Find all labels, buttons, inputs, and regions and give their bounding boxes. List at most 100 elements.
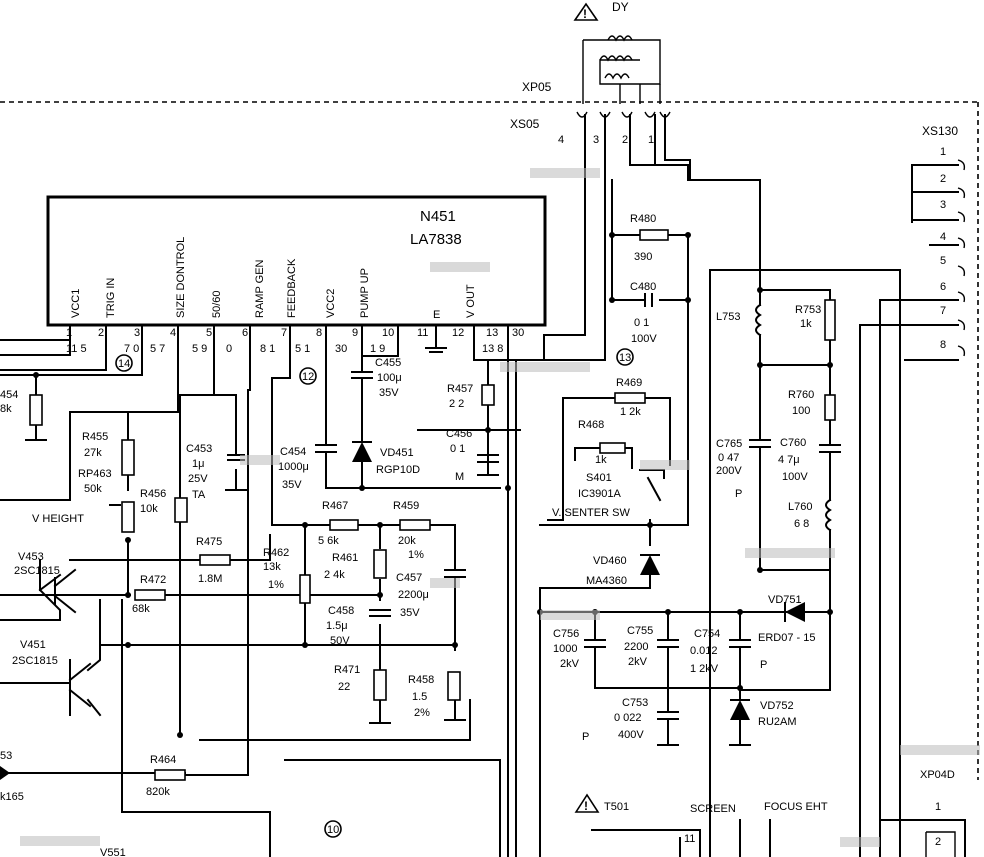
svg-text:C458: C458 xyxy=(328,605,354,617)
marker-14: 14 xyxy=(118,358,130,370)
r464-body xyxy=(154,769,186,781)
svg-text:3: 3 xyxy=(134,327,140,339)
svg-text:2: 2 xyxy=(940,173,946,185)
svg-text:2200μ: 2200μ xyxy=(398,589,429,601)
svg-text:1 9: 1 9 xyxy=(370,343,385,355)
c753-plates xyxy=(657,711,679,731)
svg-text:C756: C756 xyxy=(553,628,579,640)
svg-text:VD752: VD752 xyxy=(760,700,794,712)
r472-body xyxy=(134,589,166,601)
vd460-diode xyxy=(640,555,660,575)
s401-switch xyxy=(639,469,665,479)
xs130-connector: XS130 1 2 3 4 5 6 7 8 xyxy=(904,124,966,361)
c755-plates xyxy=(657,639,679,656)
xs05-pin-4: 4 xyxy=(558,134,564,146)
svg-text:2 4k: 2 4k xyxy=(324,569,345,581)
svg-text:VD751: VD751 xyxy=(768,594,802,606)
svg-text:1.8M: 1.8M xyxy=(198,573,222,585)
svg-text:R471: R471 xyxy=(334,664,360,676)
svg-text:2SC1815: 2SC1815 xyxy=(14,565,60,577)
svg-text:VCC1: VCC1 xyxy=(70,289,82,318)
svg-text:1μ: 1μ xyxy=(192,458,204,470)
dy-connector: ! DY xyxy=(573,0,661,104)
svg-text:50/60: 50/60 xyxy=(211,290,223,318)
svg-text:390: 390 xyxy=(634,251,652,263)
svg-text:50k: 50k xyxy=(84,483,102,495)
svg-text:53: 53 xyxy=(0,750,12,762)
halftone-shading xyxy=(20,168,980,847)
svg-text:10k: 10k xyxy=(140,503,158,515)
svg-text:1.5μ: 1.5μ xyxy=(326,620,348,632)
svg-text:FEEDBACK: FEEDBACK xyxy=(286,258,298,318)
svg-text:VD451: VD451 xyxy=(380,447,414,459)
svg-text:0: 0 xyxy=(226,343,232,355)
svg-text:R472: R472 xyxy=(140,574,166,586)
r456-body xyxy=(174,497,188,523)
svg-text:0 022: 0 022 xyxy=(614,712,642,724)
svg-text:9: 9 xyxy=(352,327,358,339)
svg-text:5 9: 5 9 xyxy=(192,343,207,355)
r468-body xyxy=(599,442,626,454)
svg-text:2kV: 2kV xyxy=(560,658,580,670)
r461-body xyxy=(373,549,387,579)
svg-text:C754: C754 xyxy=(694,628,720,640)
marker-12: 12 xyxy=(302,371,314,383)
svg-text:P: P xyxy=(582,731,589,743)
xs05-pin-1: 1 xyxy=(648,134,654,146)
svg-text:VCC2: VCC2 xyxy=(325,289,337,318)
svg-text:0.012: 0.012 xyxy=(690,645,718,657)
svg-text:30: 30 xyxy=(335,343,347,355)
svg-text:VD460: VD460 xyxy=(593,555,627,567)
svg-text:1k: 1k xyxy=(595,454,607,466)
r459-body xyxy=(399,519,431,531)
xs05-pin-3: 3 xyxy=(593,134,599,146)
svg-text:100V: 100V xyxy=(631,333,657,345)
r480-body xyxy=(639,229,669,241)
svg-text:13k: 13k xyxy=(263,561,281,573)
svg-text:C480: C480 xyxy=(630,281,656,293)
svg-text:50V: 50V xyxy=(330,635,350,647)
r753-body xyxy=(824,299,836,341)
svg-text:100μ: 100μ xyxy=(377,372,402,384)
svg-text:R457: R457 xyxy=(447,383,473,395)
svg-text:2 2: 2 2 xyxy=(449,398,464,410)
svg-text:R459: R459 xyxy=(393,500,419,512)
dy-label: DY xyxy=(612,0,629,14)
svg-text:8: 8 xyxy=(940,339,946,351)
xs05-pins: 4 3 2 1 xyxy=(558,111,671,146)
svg-text:2200: 2200 xyxy=(624,641,648,653)
svg-text:10: 10 xyxy=(382,327,394,339)
svg-text:7: 7 xyxy=(940,305,946,317)
vd752-diode xyxy=(730,700,750,720)
svg-text:22: 22 xyxy=(338,681,350,693)
svg-text:12: 12 xyxy=(452,327,464,339)
svg-text:100: 100 xyxy=(792,405,810,417)
r454-body xyxy=(29,394,43,426)
svg-text:35V: 35V xyxy=(282,479,302,491)
svg-text:11: 11 xyxy=(417,327,428,339)
r457-body xyxy=(481,384,495,406)
svg-text:R456: R456 xyxy=(140,488,166,500)
svg-text:SIZE DONTROL: SIZE DONTROL xyxy=(175,237,187,318)
svg-text:1.5: 1.5 xyxy=(412,691,427,703)
l753-coil xyxy=(755,303,762,337)
svg-text:1k: 1k xyxy=(800,318,812,330)
svg-text:V HEIGHT: V HEIGHT xyxy=(32,513,84,525)
r471-body xyxy=(373,669,387,701)
r469-body xyxy=(614,392,646,404)
svg-text:FOCUS EHT: FOCUS EHT xyxy=(764,801,828,813)
svg-text:C760: C760 xyxy=(780,437,806,449)
c760-plates xyxy=(819,444,841,471)
svg-text:820k: 820k xyxy=(146,786,170,798)
svg-text:6: 6 xyxy=(940,281,946,293)
c480-plates xyxy=(644,293,653,307)
r475-body xyxy=(199,554,231,566)
ic-pin-voltages: 11 5 7 0 5 7 5 9 0 8 1 5 1 30 1 9 13 8 xyxy=(66,343,503,355)
svg-text:L760: L760 xyxy=(788,501,812,513)
svg-text:RU2AM: RU2AM xyxy=(758,716,797,728)
svg-text:R455: R455 xyxy=(82,431,108,443)
svg-text:1%: 1% xyxy=(408,549,424,561)
svg-text:0 1: 0 1 xyxy=(450,443,465,455)
svg-text:RAMP GEN: RAMP GEN xyxy=(254,259,266,318)
svg-text:k165: k165 xyxy=(0,791,24,803)
